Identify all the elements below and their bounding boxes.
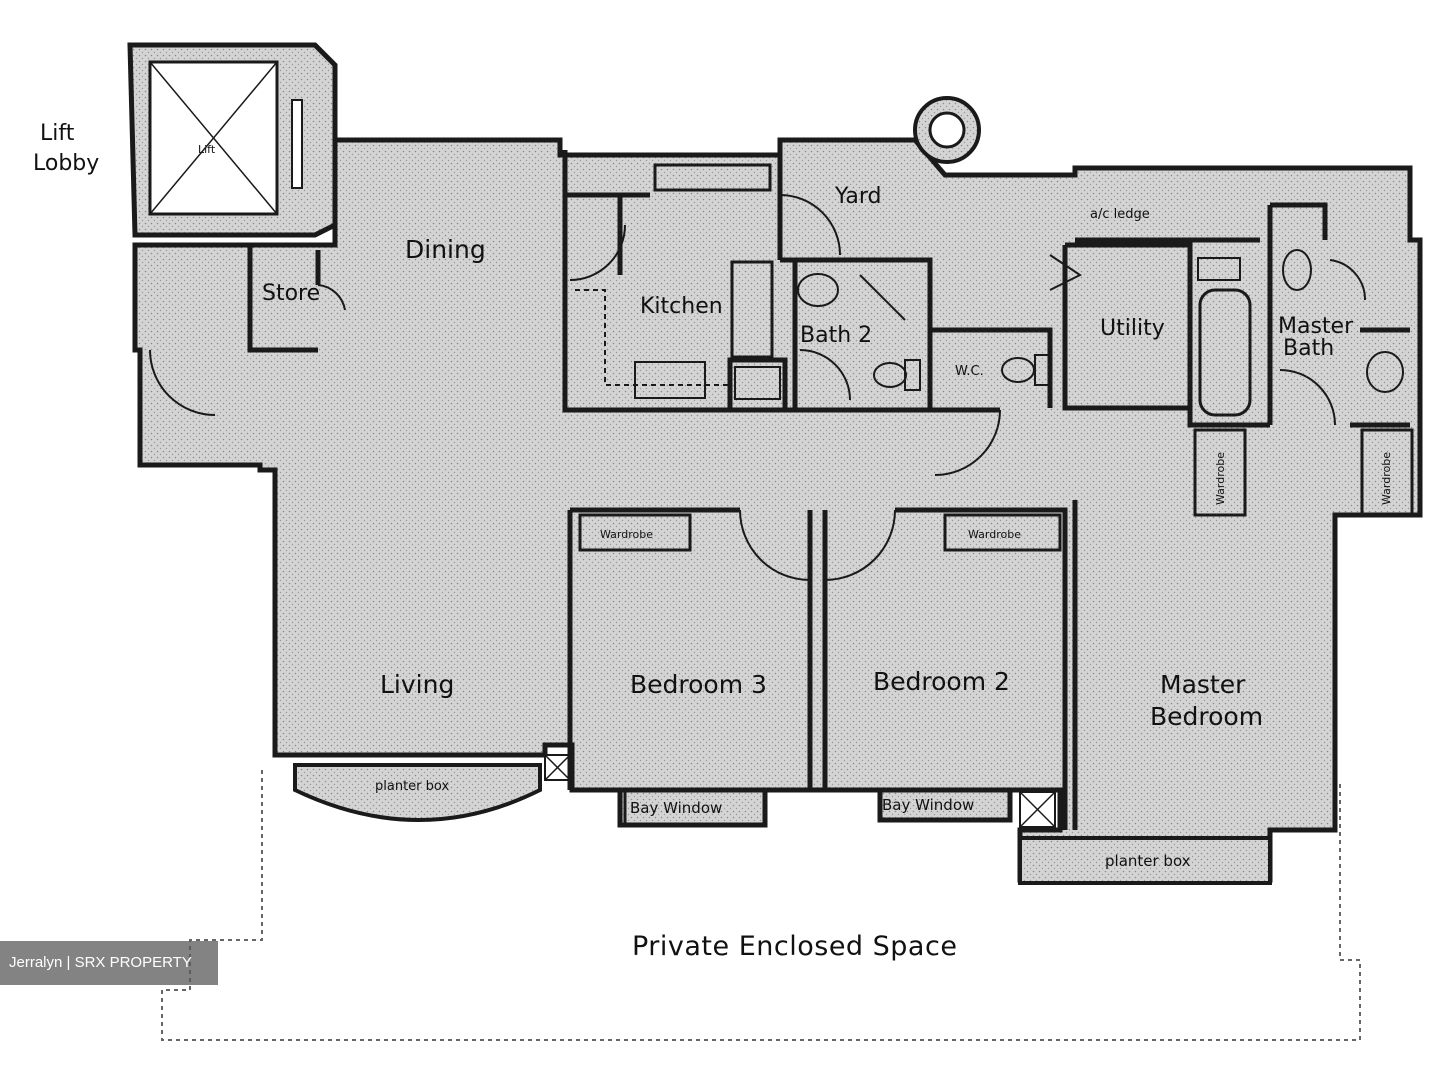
lift-label: Lift: [198, 143, 216, 156]
bay-window-label-bedroom3: Bay Window: [630, 799, 722, 817]
master-bedroom-label-line2: Bedroom: [1150, 702, 1263, 731]
interior-walls: [247, 150, 1414, 830]
planter-box-label-living: planter box: [375, 779, 449, 794]
dining-label: Dining: [405, 235, 486, 264]
private-enclosed-space-label: Private Enclosed Space: [632, 931, 957, 962]
bedroom2-label: Bedroom 2: [873, 667, 1010, 696]
bay-window-label-bedroom2: Bay Window: [882, 796, 974, 814]
master-bath-label-line1: Master: [1278, 314, 1354, 339]
apartment-floor: [127, 42, 1423, 885]
store-label: Store: [262, 281, 320, 306]
wardrobe-label-master-right: Wardrobe: [1380, 452, 1393, 505]
ac-ledge-label: a/c ledge: [1090, 207, 1150, 222]
master-bedroom-label-line1: Master: [1160, 670, 1246, 699]
living-label: Living: [380, 670, 454, 699]
room-labels: Lift Lobby Lift Dining Store Kitchen Yar…: [33, 121, 1393, 962]
wardrobe-label-bedroom2: Wardrobe: [968, 528, 1021, 541]
wc-label: W.C.: [955, 364, 984, 379]
bedroom3-label: Bedroom 3: [630, 670, 767, 699]
watermark: Jerralyn | SRX PROPERTY: [0, 941, 218, 985]
master-bath-label-line2: Bath: [1283, 336, 1334, 361]
lift-lobby-label-line1: Lift: [40, 121, 75, 146]
private-enclosed-space-outline: [161, 770, 1361, 1041]
lift-lobby-label-line2: Lobby: [33, 151, 99, 176]
door-swings: [149, 194, 1367, 581]
bath2-label: Bath 2: [800, 323, 872, 348]
planter-box-label-master: planter box: [1105, 852, 1191, 870]
wardrobe-label-master-left: Wardrobe: [1214, 452, 1227, 505]
utility-label: Utility: [1100, 316, 1165, 341]
kitchen-label: Kitchen: [640, 294, 723, 319]
wardrobe-label-bedroom3: Wardrobe: [600, 528, 653, 541]
yard-label: Yard: [834, 184, 882, 209]
